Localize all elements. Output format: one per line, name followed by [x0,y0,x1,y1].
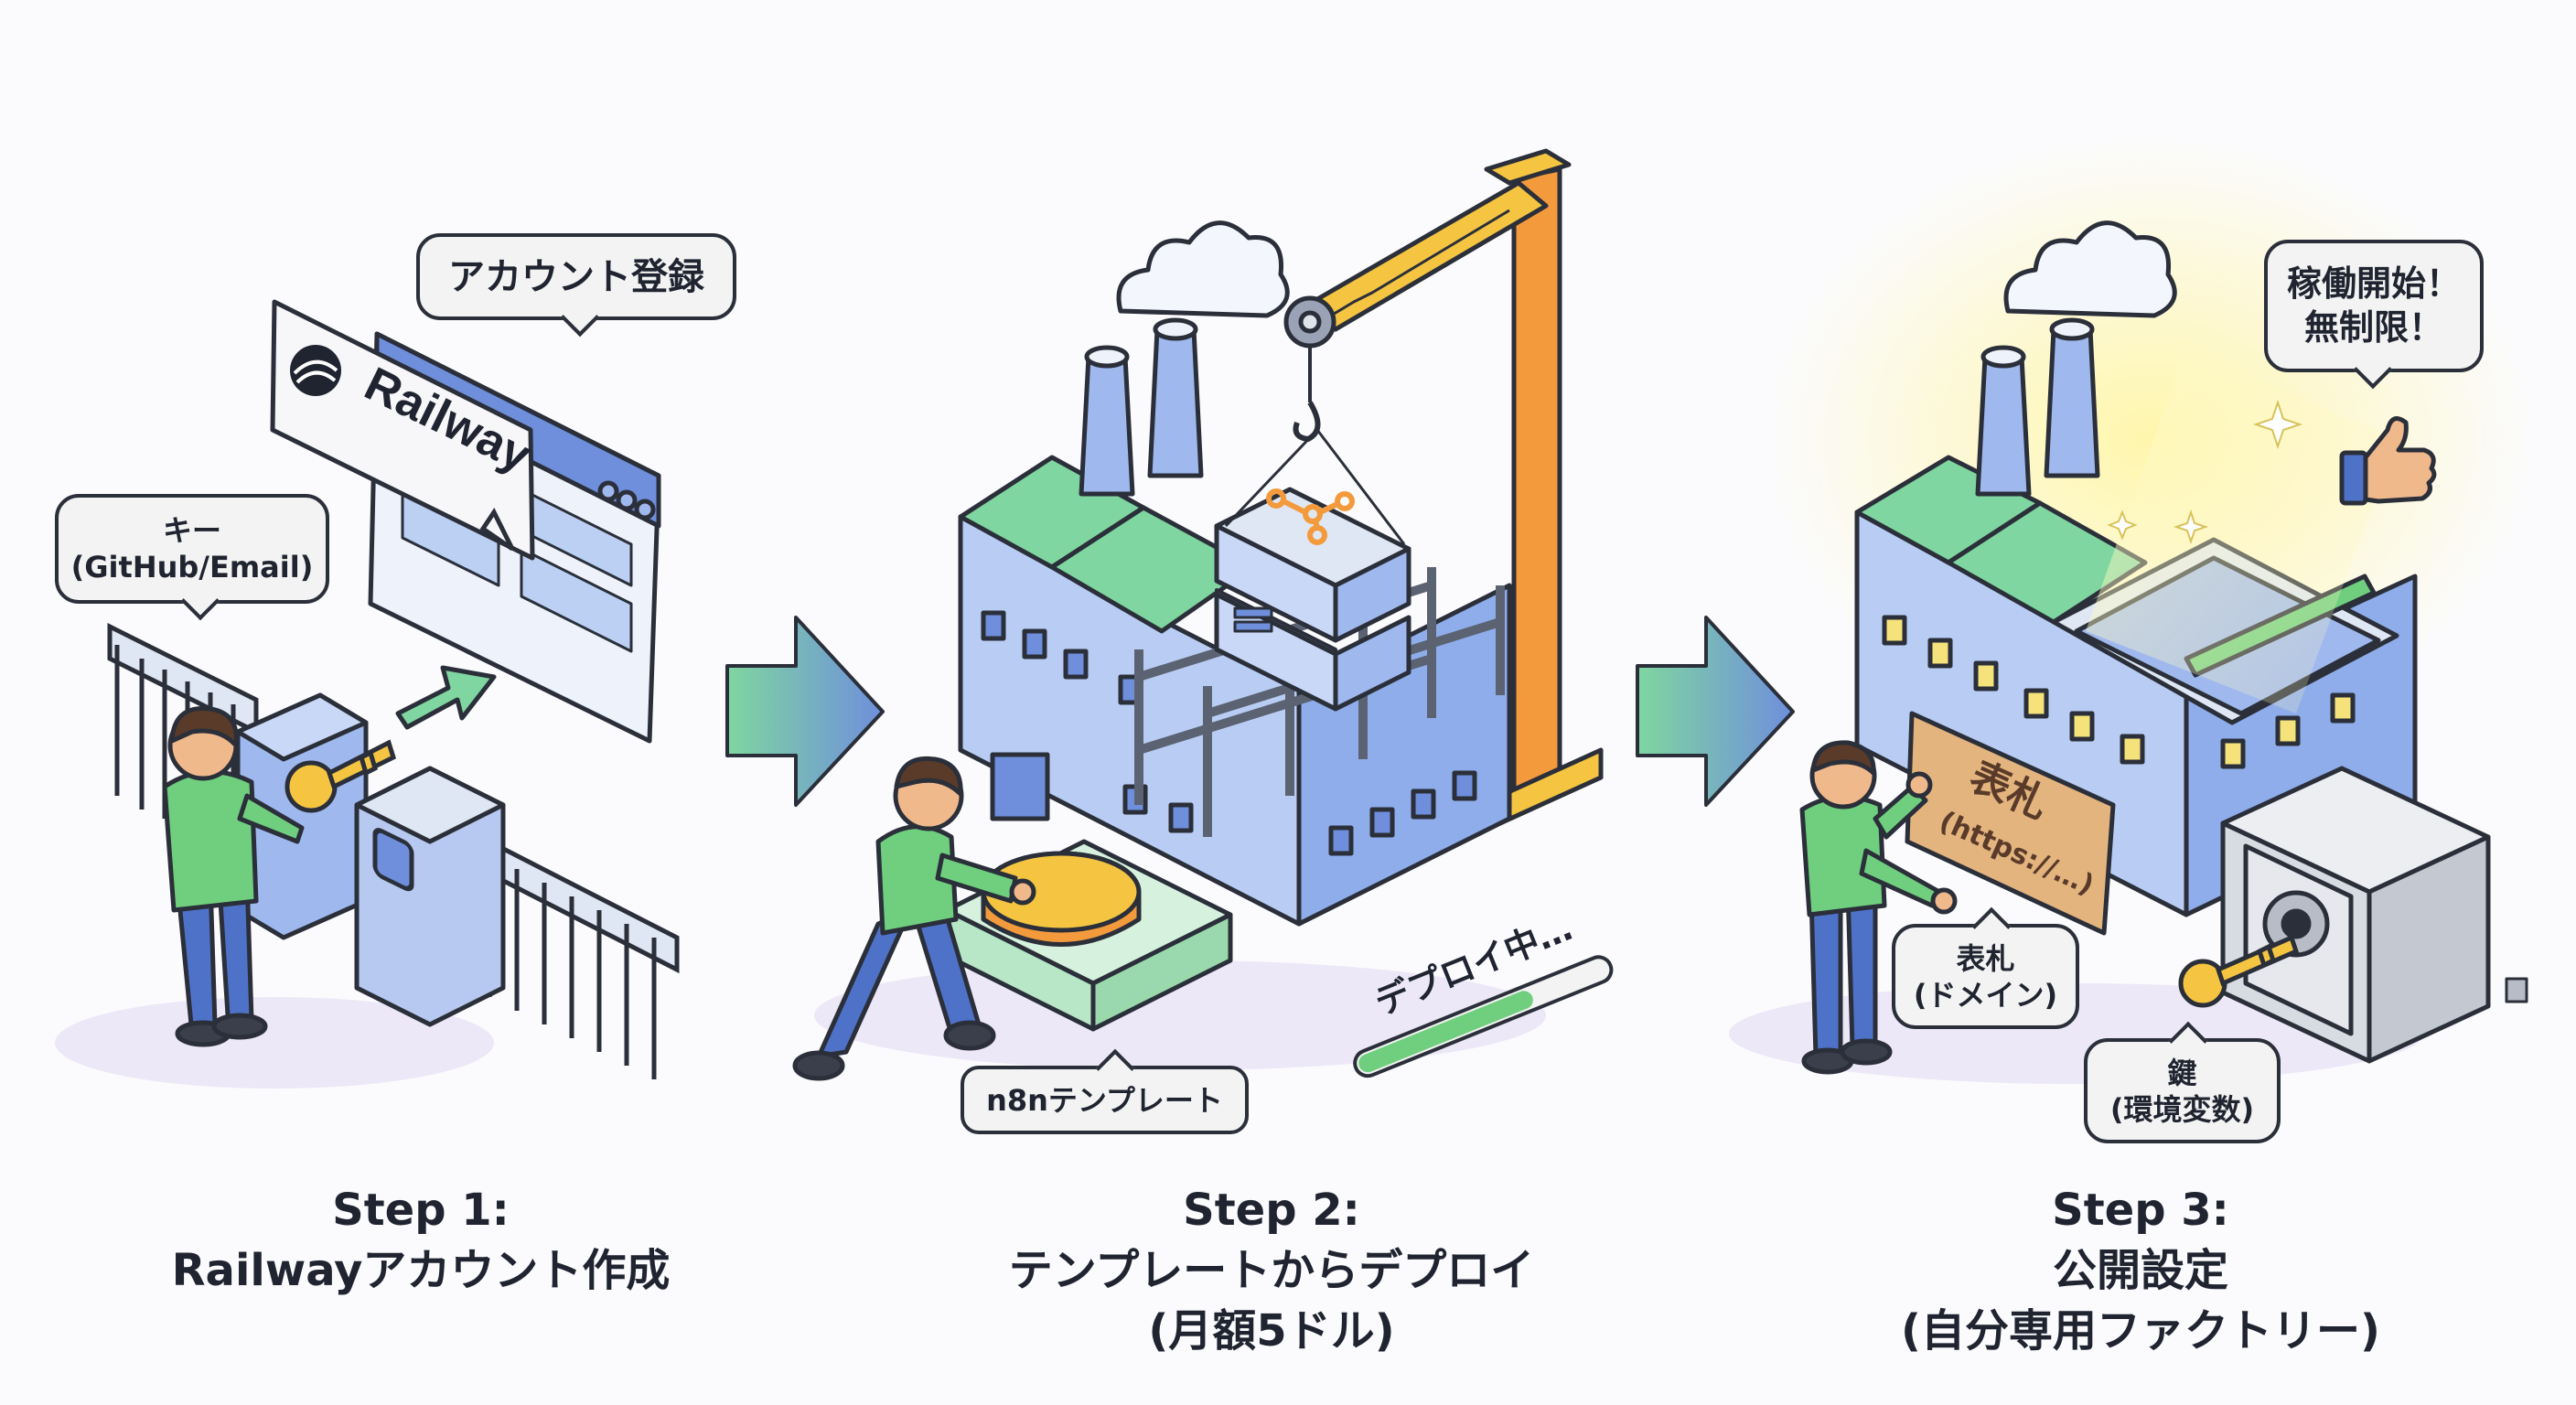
person-icon [1799,740,1958,1075]
turnstile [235,692,506,1027]
register-bubble-text: アカウント登録 [448,255,704,298]
step1-caption-title: Step 1: [332,1185,510,1236]
step2-caption-title: Step 2: [1183,1185,1360,1236]
template-bubble-text: n8nテンプレート [986,1082,1223,1118]
arrow-up-right-icon [395,665,497,730]
step2-ground-shadow [814,960,1546,1070]
thumbs-up-icon [2339,416,2437,506]
key-bubble-line2: (GitHub/Email) [70,550,314,585]
key-bubble: キー (GitHub/Email) [55,494,329,621]
safe-icon [2220,766,2528,1064]
start-bubble: 稼働開始！ 無制限！ [2264,240,2484,390]
light-beam [2086,348,2397,713]
step2-caption-note: (月額5ドル) [1148,1305,1395,1357]
arrow-step2-to-step3 [1636,616,1795,807]
step3-caption-note: (自分専用ファクトリー) [1901,1305,2380,1357]
template-bubble: n8nテンプレート [961,1048,1249,1134]
key-icon [284,739,397,813]
crane-icon [1283,148,1604,826]
envkey-bubble: 鍵 (環境変数) [2084,1021,2281,1143]
domain-bubble-line1: 表札 [1956,940,2015,976]
key-bubble-line1: キー [162,513,221,548]
sparkle-icon [2107,399,2303,545]
deploy-progress-fill [1358,991,1533,1073]
step3-caption-text: 公開設定 [2052,1245,2228,1296]
person-pushing-icon [792,756,1036,1081]
step3-caption-title: Step 3: [2052,1185,2229,1236]
step3-scene: 表札 (https://…) [1729,137,2534,1084]
step2-caption: Step 2: テンプレートからデプロイ (月額5ドル) [915,1180,1628,1361]
cloud-icon [2003,220,2177,318]
cloud-icon [1116,220,1290,318]
register-bubble: アカウント登録 [416,233,736,338]
envkey-bubble-line1: 鍵 [2167,1055,2197,1090]
start-bubble-line2: 無制限！ [2303,306,2443,348]
person-icon [162,705,305,1047]
step2-caption-text: テンプレートからデプロイ [1008,1245,1535,1296]
factory-icon [958,317,1512,927]
step1-caption: Step 1: Railwayアカウント作成 [73,1180,768,1301]
domain-bubble-line2: (ドメイン) [1913,977,2058,1013]
arrow-step1-to-step2 [725,616,885,807]
domain-bubble: 表札 (ドメイン) [1892,906,2079,1029]
step2-scene: デプロイ中… [792,148,1614,1081]
key-icon [2178,934,2300,1008]
step1-scene: Railway [55,299,680,1089]
step1-caption-text: Railwayアカウント作成 [171,1245,671,1296]
railway-logo-icon [290,345,341,396]
start-bubble-line1: 稼働開始！ [2286,263,2461,304]
step3-caption: Step 3: 公開設定 (自分専用ファクトリー) [1793,1180,2488,1361]
step1-ground-shadow [55,997,494,1089]
envkey-bubble-line2: (環境変数) [2109,1091,2255,1127]
n8n-logo-icon [1266,488,1355,545]
